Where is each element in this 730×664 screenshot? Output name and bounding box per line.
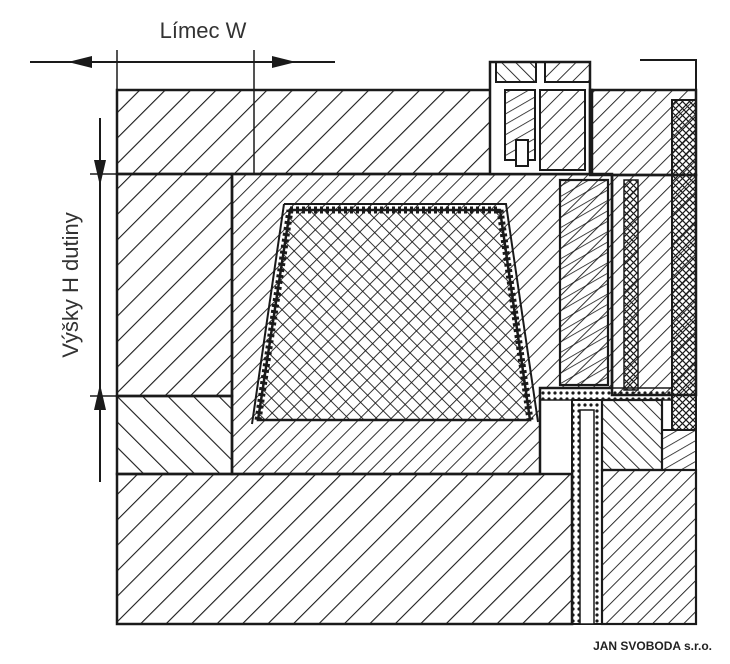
left-cavity-plate — [115, 172, 234, 398]
right-insert-block — [558, 178, 610, 387]
gate-insert — [488, 60, 592, 176]
collar-width-dimension — [30, 50, 335, 174]
dimension-arrow-icon — [272, 56, 296, 68]
ejector-area — [571, 398, 698, 626]
right-side-plate — [539, 59, 698, 431]
dimension-arrow-icon — [94, 160, 106, 186]
lower-left-plate — [115, 394, 234, 476]
mold-core — [256, 208, 532, 422]
bottom-plate — [115, 472, 574, 626]
dimension-arrow-icon — [94, 384, 106, 410]
collar-width-label: Límec W — [160, 18, 247, 43]
cavity-height-dimension — [90, 118, 117, 482]
credit-label: JAN SVOBODA s.r.o. — [593, 639, 712, 653]
dimension-arrow-icon — [68, 56, 92, 68]
cavity-height-label: Výšky H dutiny — [58, 212, 83, 358]
cavity-gap — [251, 203, 539, 425]
